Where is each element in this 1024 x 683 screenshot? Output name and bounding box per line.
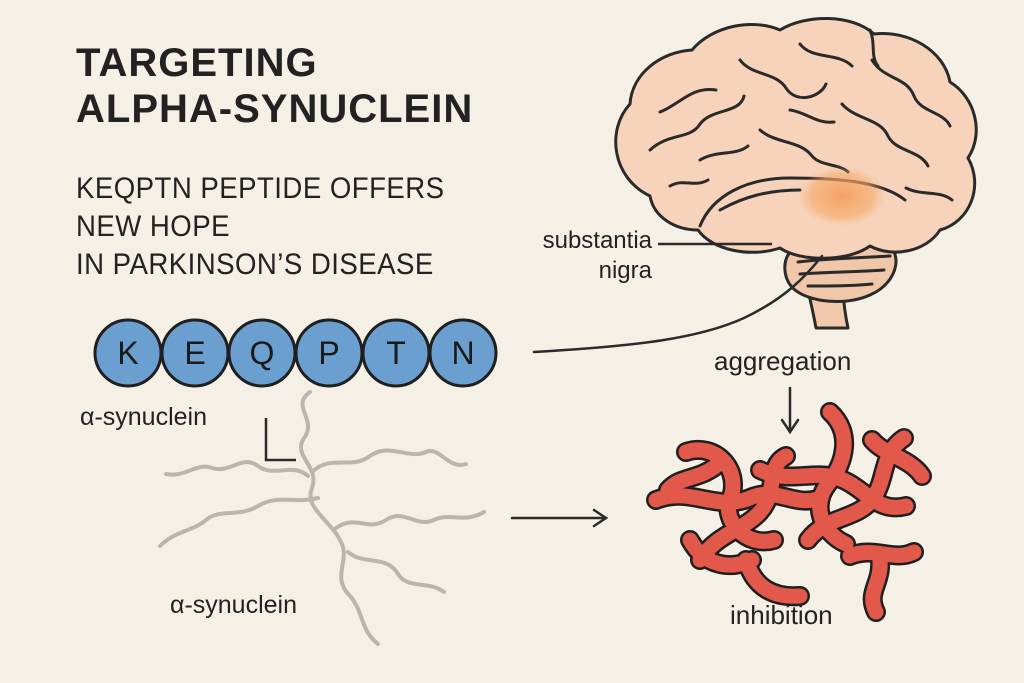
peptide-residue-letter: Q (250, 335, 275, 371)
peptide-residue-letter: E (184, 335, 205, 371)
title-line-2: ALPHA-SYNUCLEIN (76, 87, 474, 131)
cerebrum (614, 16, 978, 260)
substantia-label-line-1: substantia (542, 227, 652, 254)
alpha-synuclein-strands (158, 390, 486, 646)
down-arrow-icon (780, 386, 800, 435)
substantia-nigra-highlight (798, 166, 886, 226)
aggregated-fibrils (646, 402, 932, 622)
synuclein-label-bottom: α-synuclein (170, 591, 298, 619)
title-line-1: TARGETING (76, 41, 318, 85)
substantia-label-line-2: nigra (598, 257, 652, 284)
peptide-residue-letter: T (386, 335, 406, 371)
peptide-bead-t: T (361, 318, 431, 388)
peptide-bead-e: E (160, 318, 230, 388)
substantia-nigra-label: substantia nigra (524, 226, 652, 286)
peptide-bead-k: K (93, 318, 163, 388)
inhibition-label: inhibition (730, 600, 833, 630)
right-arrow-icon (510, 508, 609, 528)
peptide-residue-letter: P (318, 335, 339, 371)
aggregation-label: aggregation (714, 346, 852, 376)
page-title: TARGETING ALPHA-SYNUCLEIN (76, 40, 473, 132)
subtitle-line-1: KEQPTN PEPTIDE OFFERS (76, 172, 445, 205)
subtitle-line-2: NEW HOPE (76, 210, 230, 243)
peptide-bead-n: N (428, 318, 498, 388)
synuclein-label-top: α-synuclein (80, 403, 208, 431)
peptide-residue-letter: K (117, 335, 138, 371)
synuclein-pointer-bracket (264, 418, 296, 462)
peptide-bead-q: Q (227, 318, 297, 388)
brain-illustration (614, 16, 978, 330)
peptide-bead-p: P (294, 318, 364, 388)
subtitle-line-3: IN PARKINSON’S DISEASE (76, 248, 434, 281)
peptide-residue-letter: N (451, 335, 474, 371)
page-subtitle: KEQPTN PEPTIDE OFFERS NEW HOPE IN PARKIN… (76, 170, 445, 284)
peptide-to-brain-curve (532, 254, 824, 354)
